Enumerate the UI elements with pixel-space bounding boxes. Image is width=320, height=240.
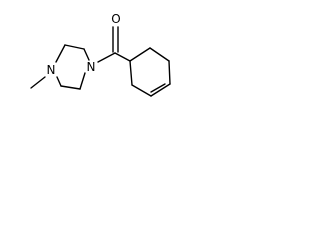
bond-ring-c2-c3 [149, 47, 170, 62]
bond-ring-c1-c2 [129, 47, 151, 62]
bond-ring-c4-c5-inner [150, 83, 166, 93]
bond-c2-n1 [83, 48, 90, 61]
bond-methyl-n4 [30, 76, 46, 89]
bond-n4-c3 [55, 44, 66, 63]
bond-c5-n4 [56, 76, 62, 87]
bond-ring-c3-c4 [168, 60, 171, 85]
atom-label-nitrogen-4: N [47, 63, 56, 77]
bond-n1-carbonyl [97, 52, 116, 63]
bond-carbonyl-ring [114, 52, 131, 62]
bond-c3-c2 [64, 44, 85, 50]
atom-label-oxygen: O [111, 12, 120, 26]
bond-ring-c4-c5 [150, 83, 171, 97]
atom-label-nitrogen-1: N [87, 60, 96, 74]
chemical-structure-diagram: O N N [30, 12, 171, 97]
bond-n1-c6 [79, 72, 86, 90]
bond-ring-c6-c1 [129, 60, 133, 86]
bond-ring-c5-c6 [131, 84, 152, 97]
bond-c6-c5 [60, 85, 81, 90]
